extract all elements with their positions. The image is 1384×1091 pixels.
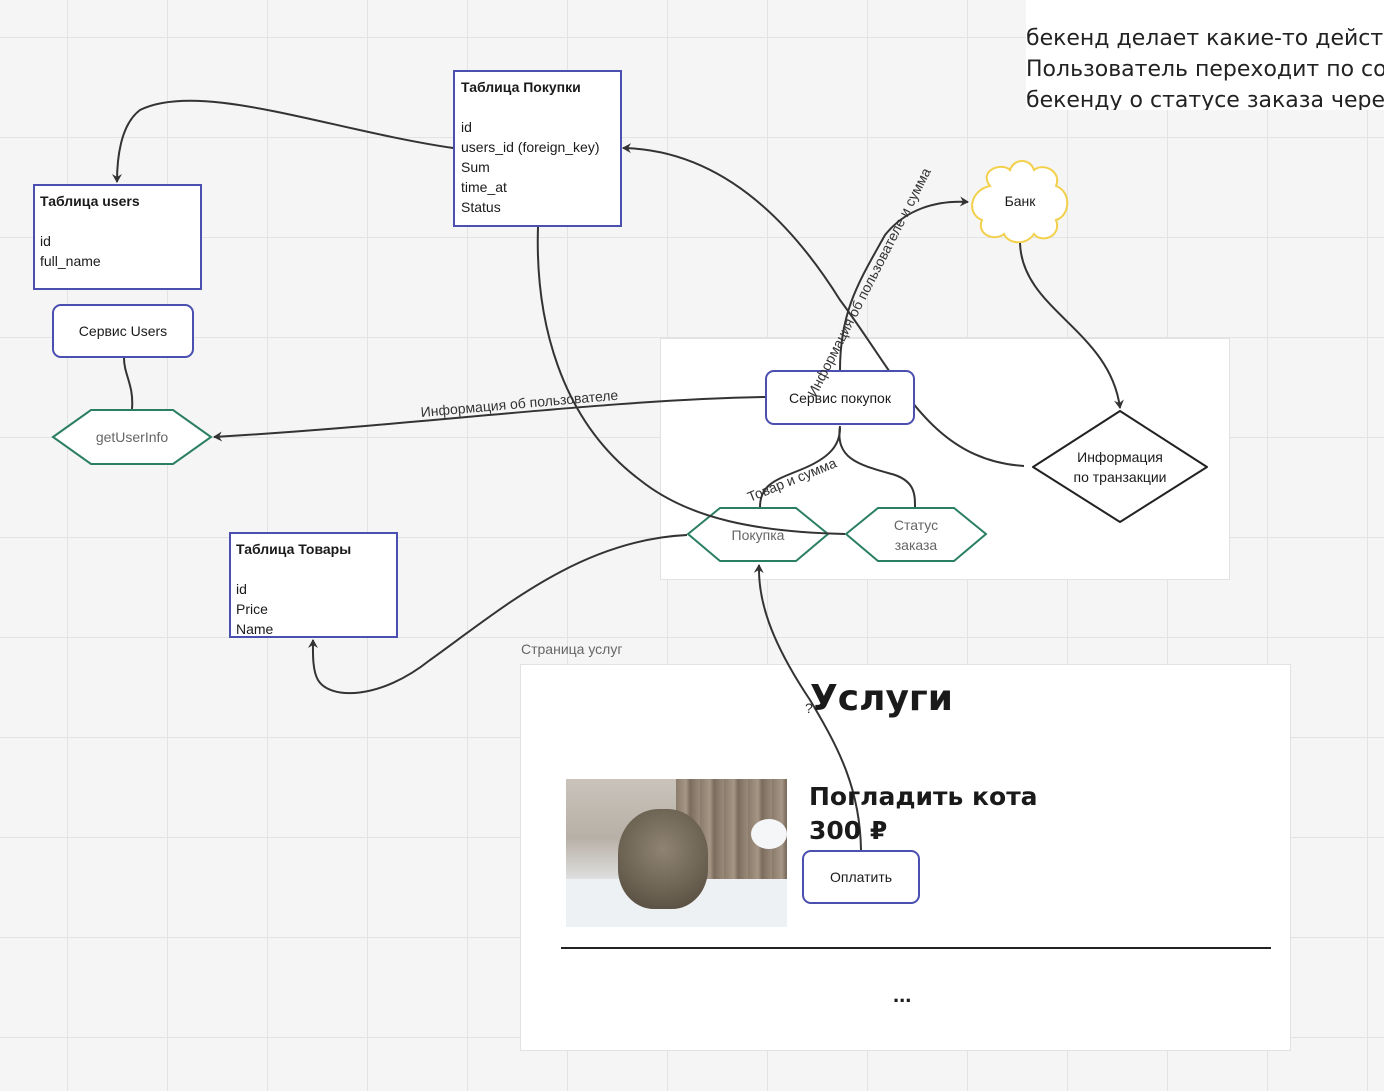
table-field: id — [236, 581, 247, 597]
users-table[interactable]: Таблица users id full_name — [33, 184, 202, 290]
goods-table[interactable]: Таблица Товары id Price Name — [229, 532, 398, 638]
service-price: 300 ₽ — [809, 816, 888, 845]
table-field: Sum — [461, 159, 490, 175]
table-field: users_id (foreign_key) — [461, 139, 600, 155]
edge-purchases-to-users — [112, 99, 454, 183]
bank-cloud[interactable] — [971, 160, 1069, 244]
edge-purchases-to-order-status — [536, 226, 846, 535]
more-ellipsis: ... — [893, 982, 912, 1007]
edge-purchase-service-to-bank — [839, 196, 969, 371]
users-table-title: Таблица users — [40, 193, 140, 209]
services-page-frame-label: Страница услуг — [521, 641, 623, 657]
services-heading: Услуги — [810, 678, 953, 719]
edge-purchase-service-to-order-status — [838, 425, 916, 508]
description-note: бекенд делает какие-то действ Пользовате… — [1026, 0, 1384, 110]
service-name: Погладить кота — [809, 782, 1038, 811]
transaction-info-diamond[interactable] — [1032, 410, 1208, 523]
note-line: бекенду о статусе заказа через — [1026, 88, 1384, 110]
cat-body — [618, 809, 708, 909]
table-field: Name — [236, 621, 274, 637]
bank-label: Банк — [1004, 193, 1036, 209]
order-status-label: Статус заказа — [893, 516, 939, 553]
table-field: Status — [461, 199, 501, 215]
edge-bank-to-transaction-info — [1019, 242, 1124, 409]
table-field: Price — [236, 601, 268, 617]
snow-pile — [751, 819, 787, 849]
edge-purchase-service-to-getuserinfo — [213, 396, 766, 442]
table-field: time_at — [461, 179, 507, 195]
cat-photo — [566, 779, 787, 927]
get-user-info-hexagon[interactable] — [51, 409, 213, 465]
table-field: id — [461, 119, 472, 135]
edge-pay-to-purchase — [753, 564, 862, 851]
order-status-hexagon[interactable] — [844, 507, 988, 562]
purchases-table-title: Таблица Покупки — [461, 79, 581, 95]
get-user-info-label: getUserInfo — [95, 429, 169, 445]
note-line: бекенд делает какие-то действ — [1026, 26, 1384, 51]
transaction-info-label: Информация по транзакции — [1073, 449, 1167, 485]
edge-purchase-to-goods — [307, 534, 688, 695]
users-service-box[interactable]: Сервис Users — [52, 304, 194, 358]
table-field: id — [40, 233, 51, 249]
pay-button[interactable]: Оплатить — [802, 850, 920, 904]
goods-table-title: Таблица Товары — [236, 541, 352, 557]
note-line: Пользователь переходит по со — [1026, 57, 1384, 82]
purchase-service-box[interactable]: Сервис покупок — [765, 370, 915, 425]
edge-service-users-to-getuserinfo — [123, 357, 134, 410]
edge-purchase-to-purchase-service — [759, 427, 841, 508]
edge-label-question: ? — [805, 700, 813, 716]
purchases-table[interactable]: Таблица Покупки id users_id (foreign_key… — [453, 70, 622, 227]
table-field: full_name — [40, 253, 101, 269]
purchase-label: Покупка — [731, 526, 785, 543]
edge-transaction-info-to-purchases — [622, 143, 1025, 467]
